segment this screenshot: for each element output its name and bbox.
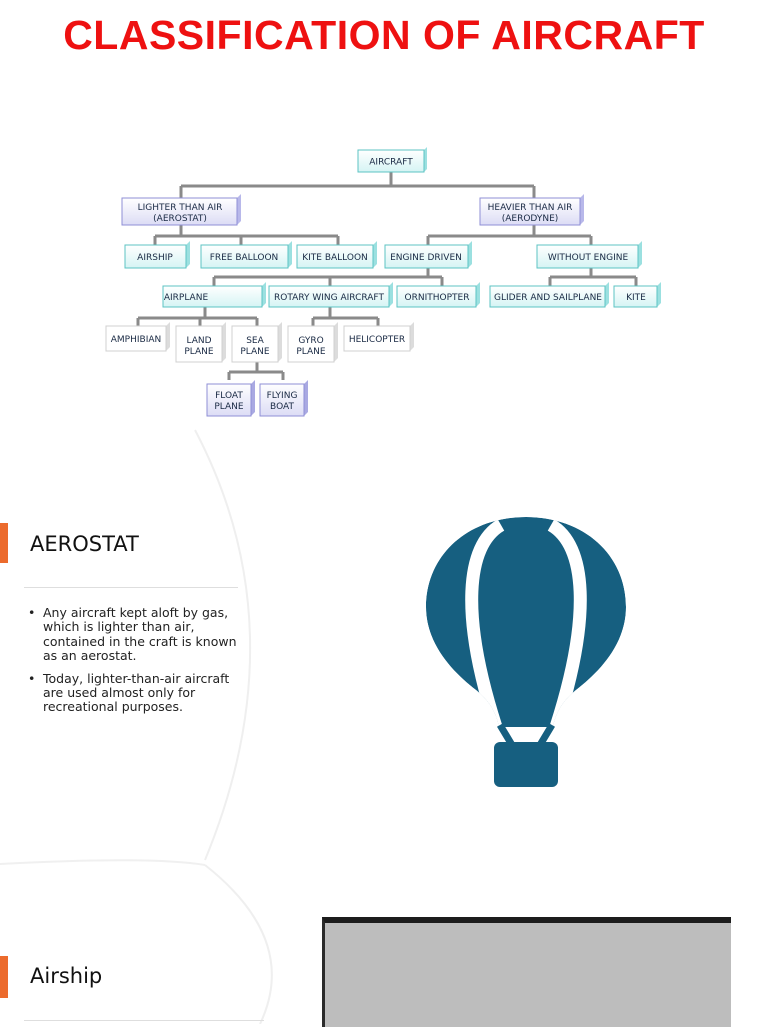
node-label: AIRPLANE — [164, 293, 209, 303]
node-airplane: AIRPLANE — [162, 282, 266, 308]
bullet-marker: • — [28, 670, 36, 686]
node-label: GLIDER AND SAILPLANE — [494, 293, 602, 303]
node-gyro-plane: GYRO PLANE — [287, 322, 338, 363]
node-label: LAND — [186, 336, 211, 346]
node-label: AIRCRAFT — [369, 158, 413, 168]
node-aircraft: AIRCRAFT — [357, 147, 427, 173]
section-heading: AEROSTAT — [30, 532, 139, 556]
node-label: PLANE — [184, 347, 214, 357]
node-label: AIRSHIP — [137, 253, 173, 263]
node-label: SEA — [246, 336, 264, 346]
node-rotary-wing-aircraft: ROTARY WING AIRCRAFT — [268, 282, 393, 308]
node-heavier-than-air: HEAVIER THAN AIR (AERODYNE) — [479, 194, 584, 226]
node-label: HELICOPTER — [349, 335, 405, 345]
page-title: CLASSIFICATION OF AIRCRAFT — [63, 12, 705, 58]
node-helicopter: HELICOPTER — [343, 322, 414, 352]
node-label: KITE — [626, 293, 646, 303]
classification-tree: AIRCRAFT LIGHTER THAN AIR (AEROSTAT) HEA… — [105, 147, 661, 417]
section-divider — [24, 1020, 264, 1021]
section-divider — [24, 587, 238, 588]
node-amphibian: AMPHIBIAN — [105, 322, 170, 352]
node-engine-driven: ENGINE DRIVEN — [384, 241, 472, 269]
section-accent-bar — [0, 523, 8, 563]
node-label: ORNITHOPTER — [405, 293, 470, 303]
node-without-engine: WITHOUT ENGINE — [536, 241, 642, 269]
node-label: KITE BALLOON — [302, 253, 368, 263]
node-label: (AEROSTAT) — [153, 214, 207, 224]
node-label: GYRO — [298, 336, 323, 346]
section-heading: Airship — [30, 964, 103, 988]
node-label: ENGINE DRIVEN — [390, 253, 462, 263]
node-float-plane: FLOAT PLANE — [206, 380, 255, 417]
node-ornithopter: ORNITHOPTER — [396, 282, 480, 308]
node-label: ROTARY WING AIRCRAFT — [274, 293, 384, 303]
node-label: WITHOUT ENGINE — [548, 253, 629, 263]
bullet-item: • Any aircraft kept aloft by gas, which i… — [28, 605, 240, 664]
tree-connectors — [136, 172, 638, 380]
node-land-plane: LAND PLANE — [175, 322, 226, 363]
node-label: PLANE — [214, 402, 244, 412]
bullet-text: Any aircraft kept aloft by gas, which is… — [43, 605, 237, 664]
node-label: FREE BALLOON — [210, 253, 279, 263]
node-lighter-than-air: LIGHTER THAN AIR (AEROSTAT) — [121, 194, 241, 226]
airship-photo — [322, 917, 731, 1027]
node-free-balloon: FREE BALLOON — [200, 241, 292, 269]
bullet-text: Today, lighter-than-air aircraft are use… — [43, 670, 230, 715]
node-label: FLOAT — [215, 391, 243, 401]
decorative-arc — [0, 429, 273, 1024]
node-label: AMPHIBIAN — [111, 335, 162, 345]
node-kite-balloon: KITE BALLOON — [296, 241, 377, 269]
node-label: PLANE — [296, 347, 326, 357]
hot-air-balloon-icon — [426, 517, 626, 787]
bullet-item: • Today, lighter-than-air aircraft are us… — [28, 670, 240, 715]
section-accent-bar — [0, 956, 8, 998]
node-label: BOAT — [270, 402, 294, 412]
node-label: FLYING — [267, 391, 298, 401]
bullet-marker: • — [28, 605, 36, 620]
node-kite: KITE — [613, 282, 661, 308]
node-airship: AIRSHIP — [124, 241, 190, 269]
node-label: PLANE — [240, 347, 270, 357]
node-label: LIGHTER THAN AIR — [138, 203, 223, 213]
node-label: HEAVIER THAN AIR — [488, 203, 573, 213]
node-sea-plane: SEA PLANE — [231, 322, 282, 363]
bullet-list: • Any aircraft kept aloft by gas, which i… — [28, 605, 240, 723]
node-flying-boat: FLYING BOAT — [259, 380, 308, 417]
node-glider-and-sailplane: GLIDER AND SAILPLANE — [489, 282, 609, 308]
node-label: (AERODYNE) — [502, 214, 559, 224]
